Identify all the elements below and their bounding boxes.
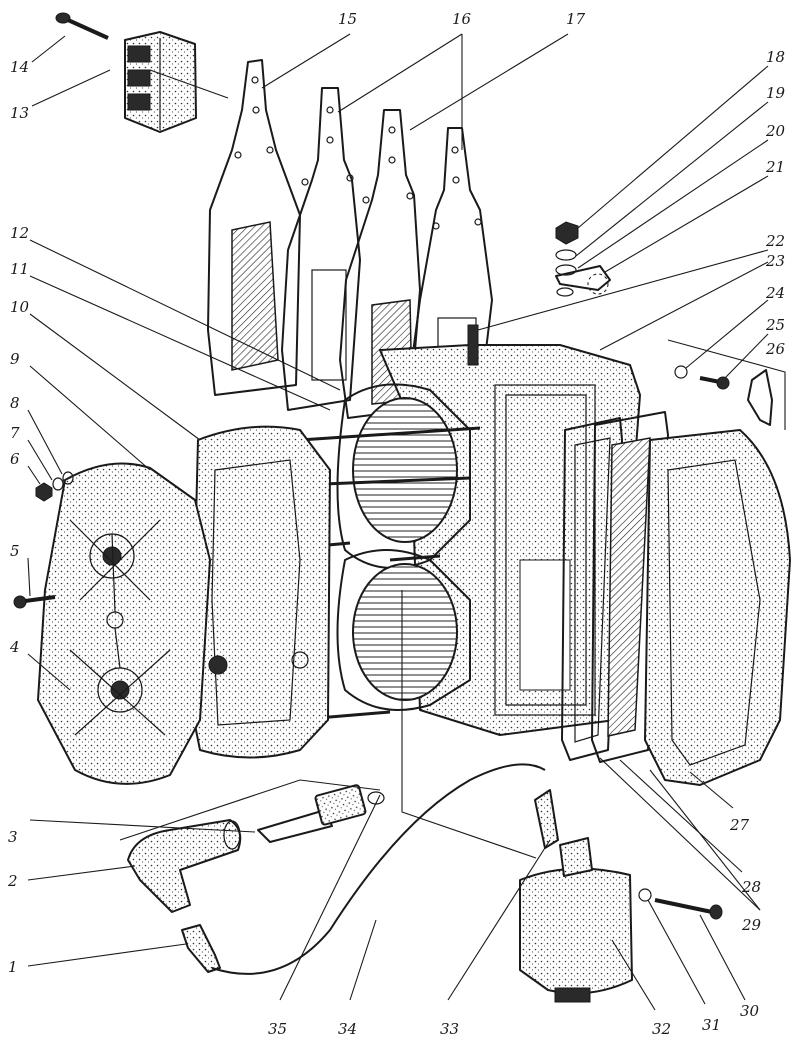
callout-10: 10 bbox=[10, 298, 30, 316]
screw-washer-24-25 bbox=[674, 365, 730, 390]
intake-cover-27 bbox=[644, 429, 791, 786]
callout-24: 24 bbox=[765, 284, 785, 302]
screw-30 bbox=[654, 898, 723, 920]
callout-30: 30 bbox=[740, 1002, 760, 1020]
spark-plug-3 bbox=[257, 784, 385, 843]
callout-1: 1 bbox=[8, 958, 18, 976]
callout-25: 25 bbox=[765, 316, 785, 334]
callout-12: 12 bbox=[10, 224, 29, 242]
callout-26: 26 bbox=[765, 340, 786, 358]
callout-17: 17 bbox=[566, 10, 586, 28]
callout-35: 35 bbox=[268, 1020, 287, 1038]
callout-labels: 1 2 3 4 5 6 7 8 9 10 11 12 13 14 15 16 1… bbox=[7, 10, 786, 1038]
gasket-16-a bbox=[281, 87, 361, 411]
callout-2: 2 bbox=[7, 872, 18, 890]
callout-3: 3 bbox=[8, 828, 18, 846]
head-cover-4 bbox=[37, 462, 211, 785]
callout-6: 6 bbox=[10, 450, 20, 468]
cylinder-head-10 bbox=[189, 425, 331, 759]
callout-19: 19 bbox=[766, 84, 786, 102]
boot-1 bbox=[181, 924, 221, 973]
gasket-15 bbox=[207, 59, 301, 396]
callout-34: 34 bbox=[338, 1020, 357, 1038]
leader-lines bbox=[27, 33, 769, 1011]
cylinder-liner-pair bbox=[299, 383, 481, 720]
callout-15: 15 bbox=[338, 10, 357, 28]
callout-16: 16 bbox=[452, 10, 472, 28]
clip-26 bbox=[747, 369, 773, 426]
callout-27: 27 bbox=[729, 816, 750, 834]
plug-cap-2 bbox=[127, 819, 242, 913]
callout-23: 23 bbox=[765, 252, 785, 270]
callout-14: 14 bbox=[10, 58, 29, 76]
callout-28: 28 bbox=[741, 878, 761, 896]
reed-plate-28 bbox=[561, 417, 623, 761]
ht-lead bbox=[211, 763, 546, 975]
terminal-block-13 bbox=[124, 31, 197, 133]
screw-14 bbox=[55, 12, 109, 40]
washer-31 bbox=[638, 888, 652, 902]
callout-21: 21 bbox=[765, 158, 785, 176]
callout-22: 22 bbox=[765, 232, 785, 250]
callout-20: 20 bbox=[765, 122, 786, 140]
callout-7: 7 bbox=[10, 424, 20, 442]
callout-33: 33 bbox=[440, 1020, 459, 1038]
ignition-coil-32 bbox=[519, 789, 633, 1003]
callout-13: 13 bbox=[10, 104, 29, 122]
callout-4: 4 bbox=[9, 638, 20, 656]
screw-5 bbox=[13, 595, 56, 609]
callout-11: 11 bbox=[10, 260, 29, 278]
callout-9: 9 bbox=[10, 350, 20, 368]
nut-washers-6-8 bbox=[35, 471, 74, 502]
callout-31: 31 bbox=[702, 1016, 721, 1034]
reed-plate-29 bbox=[591, 411, 669, 763]
callout-32: 32 bbox=[652, 1020, 671, 1038]
callout-18: 18 bbox=[766, 48, 785, 66]
callout-5: 5 bbox=[10, 542, 20, 560]
callout-8: 8 bbox=[10, 394, 20, 412]
nut-washers-18-21 bbox=[555, 221, 611, 297]
callout-29: 29 bbox=[741, 916, 762, 934]
